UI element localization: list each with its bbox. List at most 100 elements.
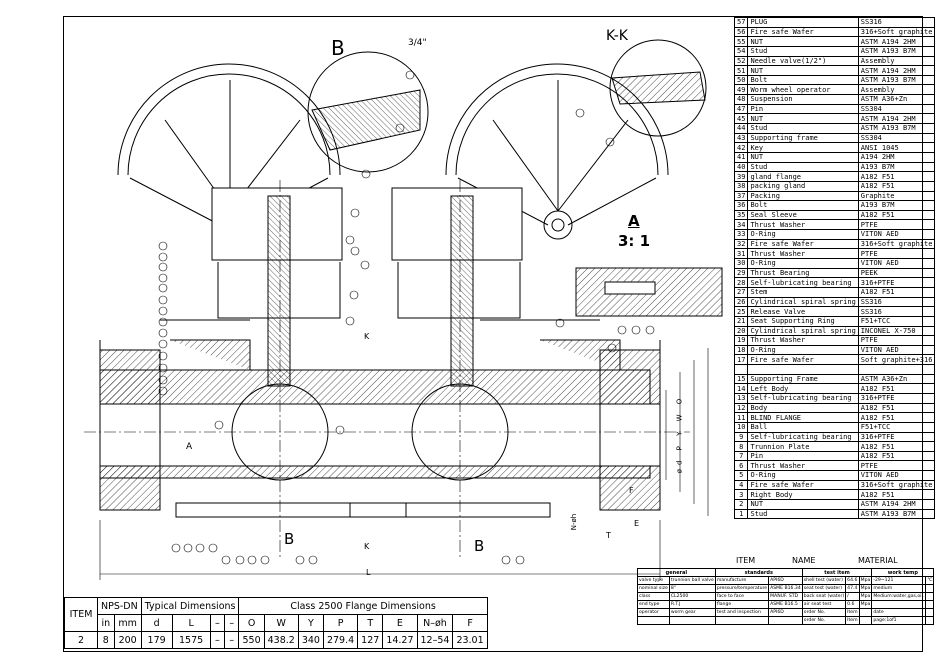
title-block-cell: pressure/temperature [714,584,770,593]
title-block-cell: 64.6 [845,576,860,585]
title-block-header: work temp [871,568,935,577]
part-name: Ball [747,421,859,433]
part-material: ASTM A36+Zn [857,373,936,385]
part-number: 27 [733,286,749,298]
dimension-n: N-øh [570,513,579,531]
part-name: Release Valve [747,306,859,317]
title-block-cell [925,584,935,593]
part-name: Thrust Washer [747,335,859,346]
part-material: PTFE [857,335,936,346]
part-material: SS304 [857,103,936,115]
title-block-cell: date [871,608,927,617]
part-number: 11 [733,412,749,423]
part-material: SS304 [857,132,936,144]
part-number: 29 [733,267,749,279]
part-name: Thrust Washer [747,248,859,259]
part-material: A194 2HM [857,151,936,163]
part-number: 2 [733,499,749,510]
title-block-cell: class [637,592,670,601]
dims-column-header: E [382,614,418,632]
part-name: Worm wheel operator [747,84,859,96]
dims-cell: 23.01 [452,631,488,649]
part-number: 43 [733,132,749,144]
title-block-cell: back seat (water) [801,592,847,601]
part-number: 6 [733,460,749,472]
title-block-cell: medium [871,584,927,593]
part-name: Seal Sleeve [747,209,859,221]
part-name: NUT [747,151,859,163]
dims-cell: 200 [113,631,142,649]
part-name: Trunnion Plate [747,441,859,452]
part-material: 316+PTFE [857,431,936,443]
part-name: Cylindrical spiral spring [747,325,859,337]
title-block-cell [858,608,873,617]
part-material: ASTM A194 2HM [857,499,936,510]
part-number: 28 [733,277,749,288]
part-name: Seat Supporting Ring [747,315,859,327]
dims-nps-header: NPS-DN [97,597,142,615]
dims-typical-header: Typical Dimensions [140,597,240,615]
part-number: 12 [733,402,749,414]
part-number: 48 [733,94,749,105]
title-block-cell: R.T.J [668,600,716,609]
valve-assembly-drawing [84,39,723,580]
part-name: NUT [747,113,859,125]
title-block-cell: manufacture [714,576,770,585]
part-number: 38 [733,180,749,192]
title-block-cell: Mpa [858,584,873,593]
part-name: Stud [747,123,859,134]
title-block-cell [925,616,935,625]
dimension-t: T [606,531,611,540]
dimension-l: L [366,568,371,577]
part-material: ASTM A193 B7M [857,123,936,134]
part-number: 17 [733,354,749,366]
part-name: Pin [747,103,859,115]
title-block-cell: seat test (water) [801,584,847,593]
title-block-cell: flange [714,600,770,609]
title-block-header: general [637,568,716,577]
dims-column-header: Y [297,614,324,632]
title-block-cell: Mpa [858,600,873,609]
title-block-cell [858,616,873,625]
part-number: 49 [733,84,749,96]
part-name: Thrust Washer [747,219,859,231]
dims-cell: 438.2 [263,631,299,649]
part-name: Supporting Frame [747,373,859,385]
title-block-cell: / [845,592,860,601]
dims-cell: 179 [140,631,173,649]
title-block-cell: ASME B16.34 [768,584,803,593]
part-number: 18 [733,344,749,356]
part-number: 34 [733,219,749,231]
part-number: 56 [733,26,749,38]
part-name: O-Ring [747,344,859,356]
part-number: 5 [733,470,749,481]
title-block-cell: Item [845,608,860,617]
part-material: A182 F51 [857,383,936,394]
part-material: 316+PTFE [857,277,936,288]
part-material: Assembly [857,55,936,67]
part-material: Soft graphite+316 [857,354,936,366]
part-number: 19 [733,335,749,346]
title-block-cell: API6D [768,576,803,585]
section-kk-label: K-K [606,28,628,44]
part-name: Self-lubricating bearing [747,431,859,443]
dims-cell: 12–54 [416,631,454,649]
part-number: 51 [733,65,749,76]
part-material: A182 F51 [857,180,936,192]
title-block-cell: air seat test [801,600,847,609]
